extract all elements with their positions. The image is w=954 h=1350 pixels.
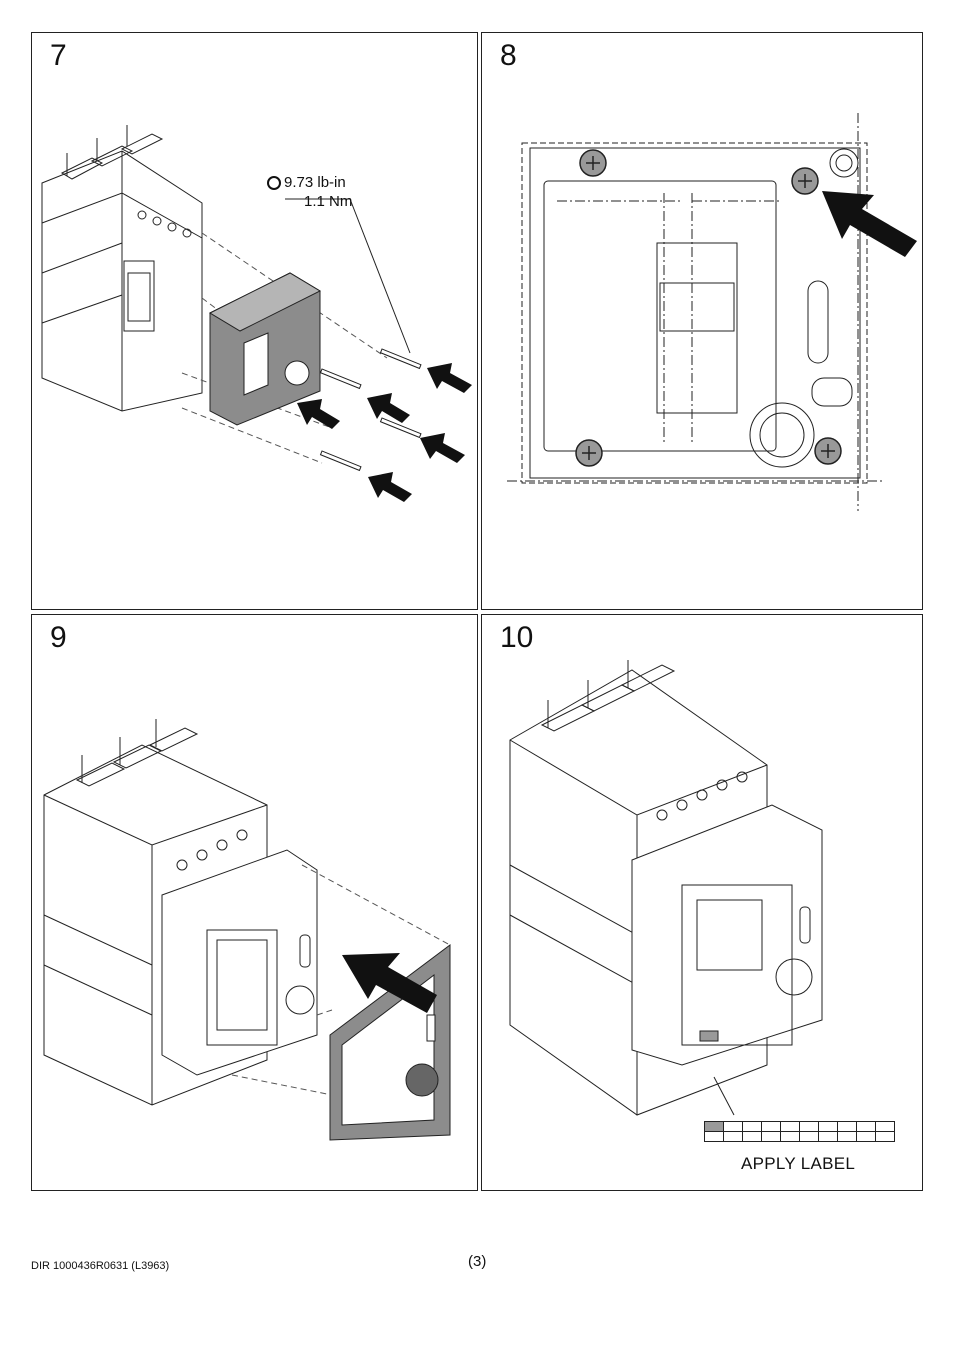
torque-icon [267,176,281,190]
step-10-panel: 10 APPLY LABEL [481,614,923,1191]
arrow-icon [822,191,917,257]
step-7-panel: 7 [31,32,478,610]
step-7-illustration [41,125,472,502]
document-id: DIR 1000436R0631 (L3963) [31,1260,170,1272]
arrow-icon [342,953,437,1013]
step-number: 9 [50,621,67,654]
step-8-illustration [507,113,917,511]
apply-label-text: APPLY LABEL [741,1154,856,1173]
step-number: 10 [500,621,534,654]
torque-spec: 9.73 lb-in 1.1 Nm [284,173,352,211]
step-8-panel: 8 [481,32,923,610]
page-number: (3) [468,1253,487,1270]
step-number: 7 [50,39,67,72]
arrow-icon [297,363,472,502]
torque-imperial: 9.73 lb-in [284,174,346,191]
step-9-panel: 9 [31,614,478,1191]
screw-icon [575,149,842,467]
step-10-illustration [509,660,823,1116]
step-number: 8 [500,39,517,72]
label-grid [704,1121,895,1142]
torque-metric: 1.1 Nm [304,193,353,210]
step-9-illustration [43,719,451,1141]
